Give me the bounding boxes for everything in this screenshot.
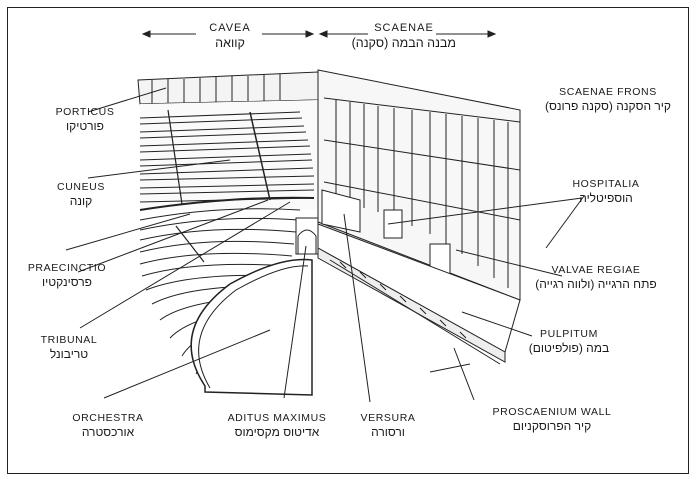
pulpitum-he: במה (פולפיטום) bbox=[528, 341, 610, 356]
pulpitum-en: PULPITUM bbox=[540, 328, 598, 340]
orchestra-en: ORCHESTRA bbox=[72, 412, 144, 424]
orchestra-floor bbox=[190, 258, 313, 396]
valvae-regiae-en: VALVAE REGIAE bbox=[551, 264, 641, 276]
versura-en: VERSURA bbox=[360, 412, 416, 424]
label-orchestra: ORCHESTRA אורכסטרה bbox=[58, 412, 158, 440]
label-hospitalia: HOSPITALIA הוספיטליה bbox=[556, 178, 656, 206]
porticus-he: פורטיקו bbox=[66, 119, 104, 134]
scaenae-frons bbox=[317, 69, 521, 301]
aditus-maximus-he: אדיטוס מקסימוס bbox=[234, 425, 320, 440]
label-porticus: PORTICUS פורטיקו bbox=[40, 106, 130, 134]
label-cuneus: CUNEUS קונה bbox=[38, 181, 124, 209]
leader-lines bbox=[65, 87, 585, 403]
orchestra-he: אורכסטרה bbox=[81, 425, 135, 440]
upper-cavea-seats bbox=[139, 100, 318, 210]
aditus-arch bbox=[295, 217, 319, 255]
proscaenium-wall-he: קיר הפרוסקניום bbox=[512, 419, 592, 434]
scaenae-extent-arrow bbox=[318, 30, 497, 38]
versura bbox=[321, 189, 361, 233]
valvae-regiae-he: פתח הרגייה (ולווה רגייה) bbox=[535, 277, 657, 292]
praecinctio-en: PRAECINCTIO bbox=[27, 262, 107, 274]
pulpitum-stage bbox=[317, 223, 521, 365]
porticus-en: PORTICUS bbox=[55, 106, 115, 118]
scaenae-header-he: מבנה הבמה (סקנה) bbox=[351, 35, 456, 50]
cavea-header-en: CAVEA bbox=[209, 22, 251, 34]
scaenae-header: SCAENAE מבנה הבמה (סקנה) bbox=[352, 22, 456, 51]
cuneus-he: קונה bbox=[69, 194, 93, 209]
cavea-header: CAVEA קוואה bbox=[178, 22, 282, 51]
tribunal-he: טריבונל bbox=[49, 347, 89, 362]
cavea-extent-arrow bbox=[141, 30, 315, 38]
tribunal-en: TRIBUNAL bbox=[40, 334, 98, 346]
cuneus-en: CUNEUS bbox=[57, 181, 105, 193]
scaenae-frons-en: SCAENAE FRONS bbox=[559, 86, 657, 98]
versura-he: ורסורה bbox=[371, 425, 405, 440]
hospitalia-en: HOSPITALIA bbox=[572, 178, 640, 190]
label-versura: VERSURA ורסורה bbox=[352, 412, 424, 440]
hospitalia-he: הוספיטליה bbox=[579, 191, 633, 206]
label-scaenae-frons: SCAENAE FRONS קיר הסקנה (סקנה פרונס) bbox=[536, 86, 680, 114]
aditus-maximus-en: ADITUS MAXIMUS bbox=[227, 412, 327, 424]
label-praecinctio: PRAECINCTIO פרסינקטיו bbox=[14, 262, 120, 290]
scaenae-frons-he: קיר הסקנה (סקנה פרונס) bbox=[544, 99, 672, 114]
label-valvae-regiae: VALVAE REGIAE פתח הרגייה (ולווה רגייה) bbox=[528, 264, 664, 292]
praecinctio-he: פרסינקטיו bbox=[42, 275, 92, 290]
label-tribunal: TRIBUNAL טריבונל bbox=[24, 334, 114, 362]
label-aditus-maximus: ADITUS MAXIMUS אדיטוס מקסימוס bbox=[212, 412, 342, 440]
cavea-header-he: קוואה bbox=[215, 35, 245, 50]
label-proscaenium-wall: PROSCAENIUM WALL קיר הפרוסקניום bbox=[486, 406, 618, 434]
proscaenium-wall-en: PROSCAENIUM WALL bbox=[492, 406, 612, 418]
porticus-colonnade bbox=[137, 71, 319, 105]
label-pulpitum: PULPITUM במה (פולפיטום) bbox=[516, 328, 622, 356]
scaenae-header-en: SCAENAE bbox=[374, 22, 434, 34]
